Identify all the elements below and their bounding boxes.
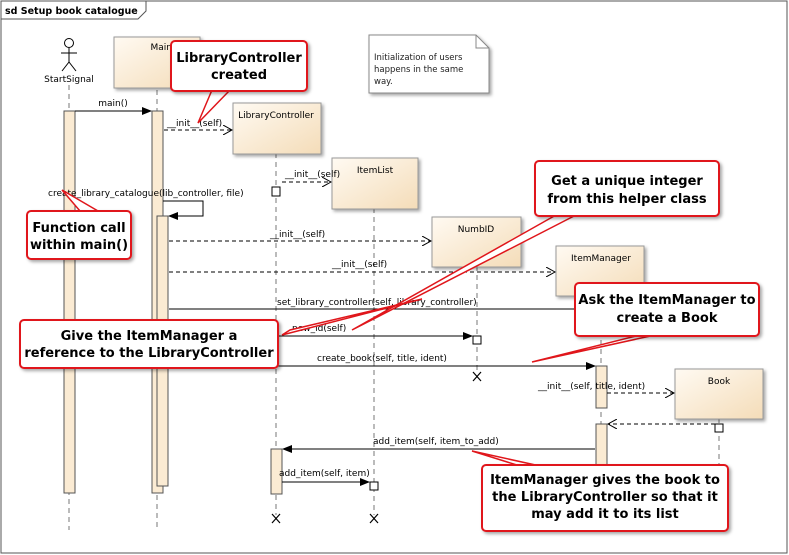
message-create-catalogue: create_library_catalogue(lib_controller,… bbox=[48, 189, 244, 220]
svg-text:created: created bbox=[211, 68, 267, 83]
svg-text:reference to the LibraryContro: reference to the LibraryController bbox=[24, 346, 274, 361]
note-line: way. bbox=[374, 77, 393, 87]
callout-gives-book: ItemManager gives the book to the Librar… bbox=[481, 464, 729, 532]
execution-squares bbox=[271, 186, 724, 491]
svg-text:__init__(self): __init__(self) bbox=[269, 230, 325, 240]
svg-text:create_library_catalogue(lib_c: create_library_catalogue(lib_controller,… bbox=[48, 189, 244, 199]
destroy-marks bbox=[271, 371, 482, 524]
svg-text:ItemManager gives the book to: ItemManager gives the book to bbox=[490, 473, 720, 488]
lifeline-label: NumbID bbox=[458, 225, 495, 235]
lifeline-label: ItemList bbox=[357, 166, 394, 176]
callout-library-controller-created: LibraryController created bbox=[170, 40, 308, 92]
lifeline-head-library-controller: LibraryController bbox=[232, 102, 322, 155]
message-init-item-list: __init__(self) bbox=[282, 170, 340, 182]
svg-text:create a Book: create a Book bbox=[617, 311, 718, 326]
svg-text:the LibraryController so that: the LibraryController so that it bbox=[492, 490, 718, 505]
note-line: happens in the same bbox=[374, 65, 463, 75]
frame-title: sd Setup book catalogue bbox=[5, 6, 138, 17]
lifeline-head-numb-id: NumbID bbox=[431, 216, 522, 268]
svg-text:__init__(self): __init__(self) bbox=[166, 119, 222, 129]
lifeline-label: Book bbox=[708, 377, 731, 387]
note-initialization: Initialization of users happens in the s… bbox=[368, 34, 490, 94]
svg-text:from this helper class: from this helper class bbox=[547, 192, 707, 207]
svg-text:add_item(self, item): add_item(self, item) bbox=[279, 469, 370, 479]
note-line: Initialization of users bbox=[374, 53, 463, 63]
svg-text:new_id(self): new_id(self) bbox=[292, 324, 346, 334]
callout-function-call: Function call within main() bbox=[26, 210, 132, 260]
frame-label-box bbox=[0, 0, 147, 20]
svg-text:set_library_controller(self, l: set_library_controller(self, library_con… bbox=[277, 298, 477, 308]
callout-pointers bbox=[61, 89, 656, 467]
actor-start-signal: StartSignal bbox=[44, 38, 94, 85]
message-add-item-library-controller: add_item(self, item_to_add) bbox=[282, 437, 595, 453]
svg-text:__init__(self, title, ident): __init__(self, title, ident) bbox=[537, 382, 645, 392]
svg-text:create_book(self, title, ident: create_book(self, title, ident) bbox=[317, 354, 447, 364]
svg-text:add_item(self, item_to_add): add_item(self, item_to_add) bbox=[373, 437, 499, 447]
svg-text:main(): main() bbox=[98, 99, 128, 109]
actor-label: StartSignal bbox=[44, 75, 94, 85]
lifeline-head-book: Book bbox=[674, 368, 764, 420]
message-init-item-manager: __init__(self) bbox=[169, 260, 555, 272]
message-add-item-list: add_item(self, item) bbox=[279, 469, 370, 486]
callout-ask-itemmanager: Ask the ItemManager to create a Book bbox=[574, 282, 760, 337]
svg-text:LibraryController: LibraryController bbox=[176, 51, 302, 66]
callout-give-reference: Give the ItemManager a reference to the … bbox=[19, 319, 279, 369]
lifeline-label: ItemManager bbox=[571, 254, 631, 264]
svg-text:Get a unique integer: Get a unique integer bbox=[551, 174, 703, 189]
svg-text:Ask the ItemManager to: Ask the ItemManager to bbox=[578, 293, 755, 308]
svg-text:Function call: Function call bbox=[32, 221, 125, 236]
lifeline-label: Main bbox=[151, 43, 173, 53]
message-init-numb-id: __init__(self) bbox=[169, 230, 431, 241]
lifeline-label: LibraryController bbox=[238, 111, 314, 121]
svg-text:may add it to its list: may add it to its list bbox=[531, 507, 679, 522]
svg-text:__init__(self): __init__(self) bbox=[331, 260, 387, 270]
callout-unique-integer: Get a unique integer from this helper cl… bbox=[534, 160, 720, 217]
svg-text:Give the ItemManager a: Give the ItemManager a bbox=[61, 329, 238, 344]
svg-text:__init__(self): __init__(self) bbox=[284, 170, 340, 180]
message-main: main() bbox=[75, 99, 152, 115]
message-init-library-controller: __init__(self) bbox=[164, 119, 232, 130]
lifeline-head-item-list: ItemList bbox=[331, 157, 419, 210]
message-init-book: __init__(self, title, ident) bbox=[537, 382, 674, 393]
svg-text:within main(): within main() bbox=[30, 238, 128, 253]
